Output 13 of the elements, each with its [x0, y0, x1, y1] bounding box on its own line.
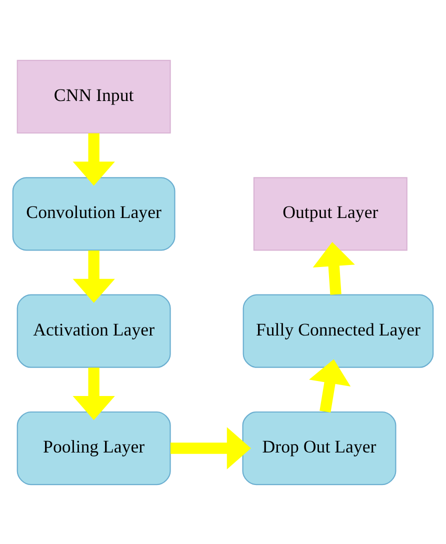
arrow — [312, 242, 355, 294]
node-box: Convolution Layer — [12, 176, 176, 250]
node-box: Output Layer — [253, 176, 408, 250]
arrow — [309, 358, 351, 412]
arrow — [72, 367, 115, 420]
arrow — [72, 250, 115, 302]
node-box: Fully Connected Layer — [242, 294, 434, 368]
arrow — [170, 426, 251, 469]
node-box: Pooling Layer — [16, 410, 171, 485]
arrow — [72, 132, 115, 186]
node-box: Drop Out Layer — [242, 410, 396, 485]
node-box: Activation Layer — [16, 294, 171, 368]
node-box: CNN Input — [16, 59, 171, 134]
